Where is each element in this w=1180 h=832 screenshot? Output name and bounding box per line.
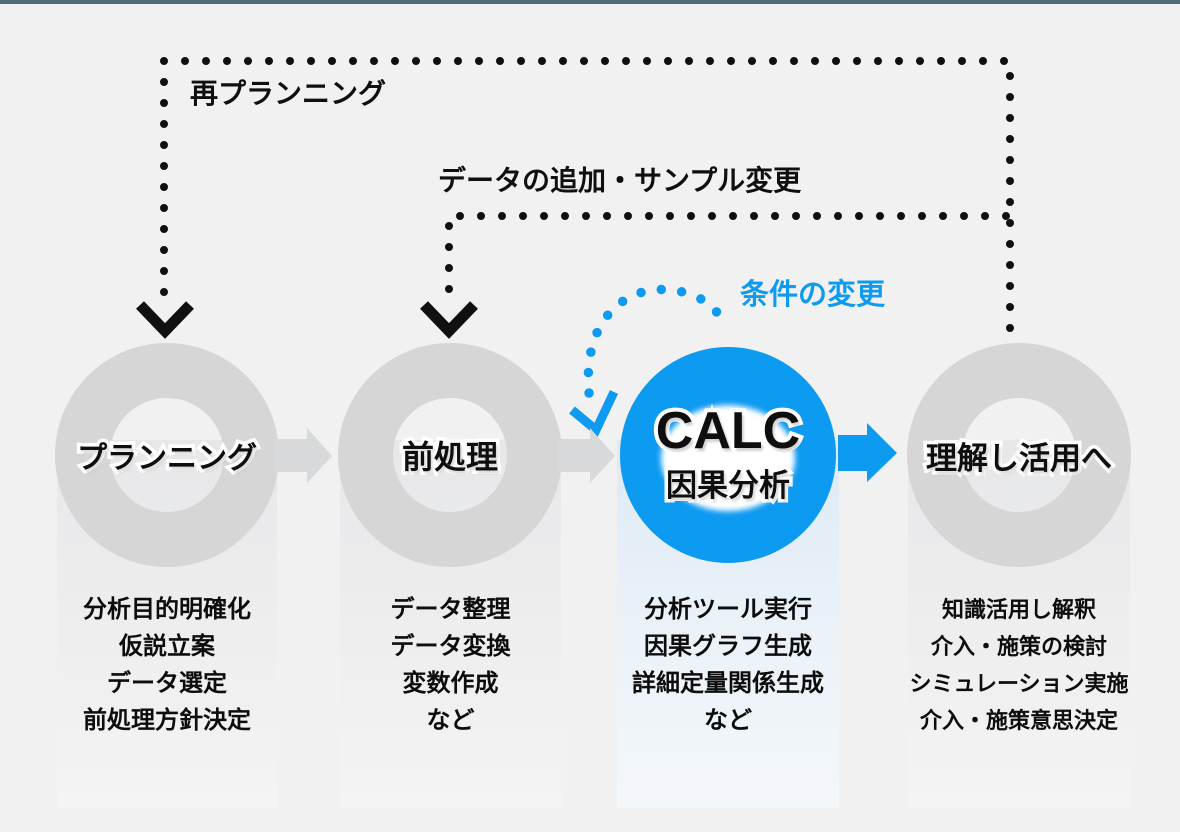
list-item: 詳細定量関係生成	[632, 670, 824, 697]
utilize-item-list: 知識活用し解釈 介入・施策の検討 シミュレーション実施 介入・施策意思決定	[908, 591, 1130, 739]
list-item: 介入・施策意思決定	[919, 708, 1118, 733]
step-label-preprocessing: 前処理	[398, 436, 501, 479]
step-label-calc: CALC	[652, 401, 804, 461]
arrow-preprocessing-to-calc	[558, 428, 615, 483]
arrowhead-condition-change	[569, 390, 619, 438]
step-circle-planning: プランニング	[55, 343, 279, 567]
list-item: データ変換	[390, 633, 511, 660]
preprocessing-item-list: データ整理 データ変換 変数作成 など	[340, 591, 561, 739]
step-label-planning: プランニング	[74, 439, 261, 479]
list-item: 前処理方針決定	[83, 707, 251, 734]
arrow-planning-to-preprocessing	[275, 428, 332, 483]
top-accent-bar	[0, 0, 1180, 4]
list-item: 知識活用し解釈	[941, 597, 1096, 622]
calc-white-blob	[661, 405, 795, 512]
data-change-dotted-line	[445, 212, 1010, 307]
step-label-utilize: 理解し活用へ	[923, 437, 1116, 479]
list-item: 介入・施策の検討	[930, 634, 1107, 659]
arrowhead-down-planning	[136, 301, 194, 339]
step-circle-calc: CALC 因果分析	[620, 347, 836, 563]
calc-item-list: 分析ツール実行 因果グラフ生成 詳細定量関係生成 など	[617, 591, 839, 739]
list-item: 変数作成	[402, 670, 499, 697]
list-item: 分析目的明確化	[83, 596, 251, 623]
arrow-calc-to-utilize	[838, 423, 897, 482]
step-circle-utilize: 理解し活用へ	[907, 343, 1131, 567]
list-item: シミュレーション実施	[909, 671, 1129, 696]
list-item: 因果グラフ生成	[644, 633, 812, 660]
step-sublabel-calc: 因果分析	[663, 465, 794, 507]
step-circle-preprocessing: 前処理	[338, 343, 562, 567]
list-item: データ選定	[107, 670, 227, 697]
condition-change-label: 条件の変更	[740, 279, 886, 311]
planning-item-list: 分析目的明確化 仮説立案 データ選定 前処理方針決定	[57, 591, 277, 739]
list-item: など	[426, 707, 475, 734]
list-item: 仮説立案	[119, 633, 215, 660]
list-item: データ整理	[390, 596, 511, 623]
list-item: など	[704, 707, 752, 734]
data-change-label: データの追加・サンプル変更	[438, 165, 802, 196]
list-item: 分析ツール実行	[644, 596, 812, 623]
replanning-label: 再プランニング	[190, 78, 387, 109]
arrowhead-down-preprocessing	[420, 301, 478, 339]
